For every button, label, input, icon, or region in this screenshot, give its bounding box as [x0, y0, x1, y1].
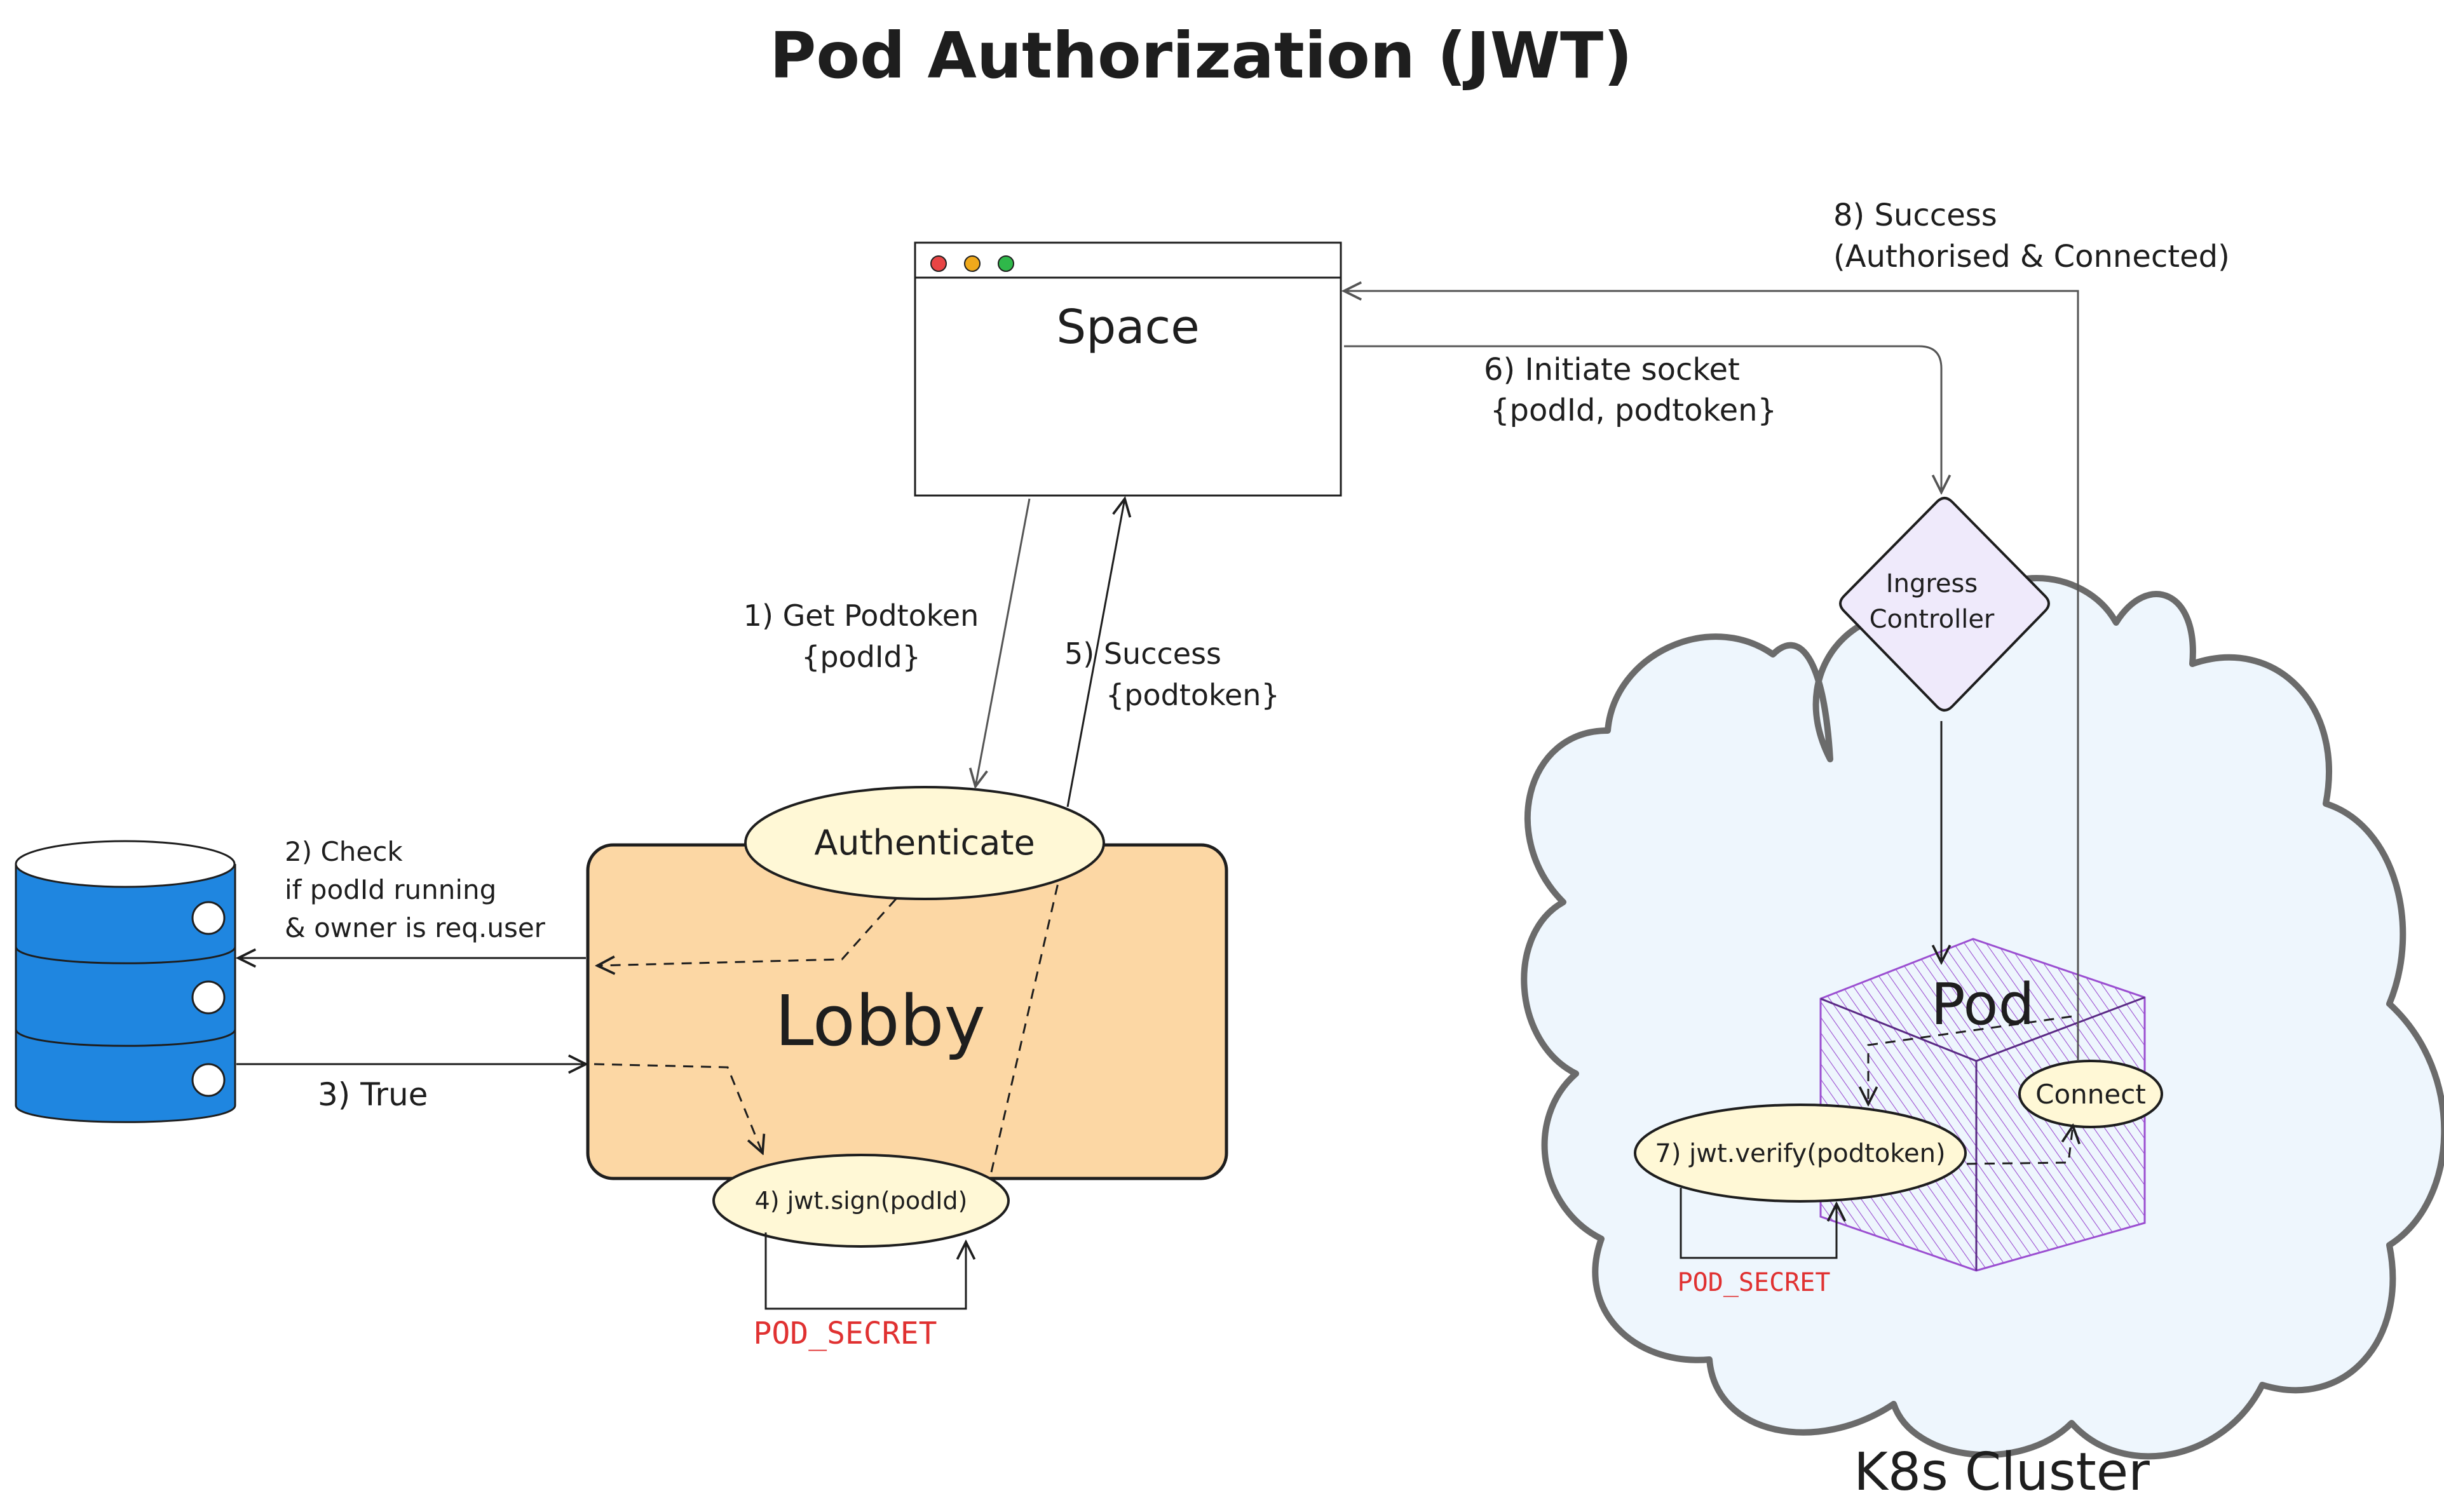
connect-label: Connect	[2035, 1079, 2146, 1110]
lobby-secret-label: POD_SECRET	[754, 1316, 937, 1351]
jwt-verify-node: 7) jwt.verify(podtoken)	[1634, 1104, 1967, 1203]
space-label: Space	[1056, 300, 1200, 354]
dashed-sign-to-auth	[990, 882, 1059, 1173]
cluster-label: K8s Cluster	[1854, 1442, 2150, 1502]
lobby-box: Lobby	[586, 843, 1228, 1180]
ingress-controller-node: Ingress Controller	[1839, 497, 2050, 712]
arrow-success-podtoken	[1066, 499, 1125, 807]
jwt-sign-node: 4) jwt.sign(podId)	[712, 1154, 1010, 1248]
authenticate-node: Authenticate	[744, 786, 1105, 900]
dashed-pod-to-verify	[1868, 1015, 2072, 1104]
step-5-params: {podtoken}	[1106, 678, 1280, 712]
step-5-text: 5) Success	[1064, 637, 1221, 671]
step-6-params: {podId, podtoken}	[1490, 393, 1777, 428]
step-8-detail: (Authorised & Connected)	[1833, 239, 2230, 274]
authenticate-label: Authenticate	[814, 823, 1035, 863]
step-2-label: 2) Check if podId running & owner is req…	[285, 836, 546, 943]
space-window: Space	[914, 241, 1342, 497]
step-1-label: 1) Get Podtoken {podId}	[743, 598, 979, 674]
step-8-label: 8) Success (Authorised & Connected)	[1833, 198, 2230, 274]
arrow-get-podtoken	[975, 498, 1031, 786]
window-close-dot	[930, 255, 947, 272]
dashed-auth-to-check	[597, 898, 897, 966]
lobby-label: Lobby	[775, 980, 985, 1062]
arrow-success-connected	[1344, 291, 2079, 1061]
step-2-condition: if podId running	[285, 874, 496, 905]
page-title: Pod Authorization (JWT)	[770, 18, 1633, 93]
step-5-label: 5) Success {podtoken}	[1064, 637, 1280, 712]
window-maximize-dot	[998, 255, 1014, 272]
pod-secret-label: POD_SECRET	[1678, 1268, 1831, 1297]
step-2-text: 2) Check	[285, 836, 403, 867]
dashed-true-to-sign	[594, 1063, 763, 1153]
step-8-text: 8) Success	[1833, 198, 1997, 233]
step-1-params: {podId}	[801, 640, 921, 674]
arrow-initiate-socket	[1344, 345, 1941, 492]
connect-node: Connect	[2018, 1060, 2163, 1128]
database-icon	[15, 840, 236, 1123]
step-1-text: 1) Get Podtoken	[743, 598, 979, 633]
dashed-verify-to-connect	[1966, 1126, 2073, 1165]
lobby-secret-loop	[764, 1232, 966, 1310]
pod-label: Pod	[1931, 971, 2034, 1038]
step-6-label: 6) Initiate socket {podId, podtoken}	[1484, 352, 1777, 428]
window-minimize-dot	[964, 255, 981, 272]
pod-secret-loop	[1680, 1188, 1836, 1259]
step-3-label: 3) True	[318, 1076, 428, 1113]
jwt-verify-label: 7) jwt.verify(podtoken)	[1655, 1139, 1945, 1168]
ingress-label-line2: Controller	[1870, 605, 1995, 634]
jwt-sign-label: 4) jwt.sign(podId)	[755, 1187, 968, 1215]
ingress-label-line1: Ingress	[1886, 569, 1978, 598]
step-6-text: 6) Initiate socket	[1484, 352, 1740, 388]
step-2-owner: & owner is req.user	[285, 912, 546, 943]
